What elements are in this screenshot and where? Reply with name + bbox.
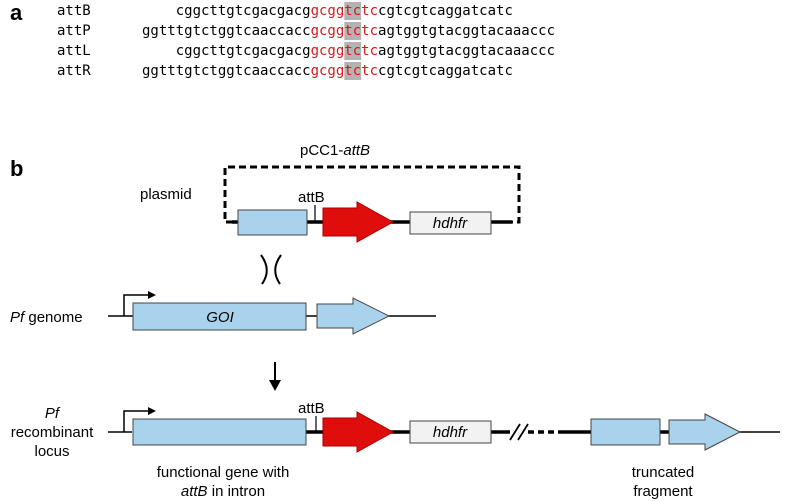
genome-promoter-arrow [123,294,148,316]
sequence-text: ggtttgtctggtcaaccaccgcggtctcagtggtgtacgg… [142,23,555,39]
functional-caption-line1: functional gene with [157,464,290,481]
sequence-text: cggcttgtcgacgacggcggtctcagtggtgtacggtaca… [176,43,555,59]
plasmid-hdhfr-label: hdhfr [433,215,468,232]
recombinant-line2-label: recombinant [11,424,94,441]
panel-a-letter: a [10,0,23,25]
truncated-gene-box [590,418,661,446]
down-arrow-head [269,380,281,391]
core-highlight [344,62,362,80]
sequence-alignment: attB cggcttgtcgacgacggcggtctccgtcgtcaggat… [57,2,555,80]
plasmid-gene-fragment [237,209,308,236]
genome-promoter-arrowhead [148,291,156,299]
plasmid-attb-label: attB [298,189,325,206]
plasmid-label: plasmid [140,186,192,203]
truncated-blue-arrow [668,413,742,451]
sequence-text: cggcttgtcgacgacggcggtctccgtcgtcaggatcatc [176,3,513,19]
recomb-gene-box [132,418,307,446]
recomb-attb-label: attB [298,400,325,417]
sequence-text: ggtttgtctggtcaaccaccgcggtctccgtcgtcaggat… [142,63,513,79]
crossover-left-stroke [260,254,268,285]
core-highlight [344,42,362,60]
break-mark-1 [509,423,521,441]
recombinant-line3-label: locus [34,443,69,460]
sequence-label: attB [57,3,91,19]
truncated-caption-line1: truncated [632,464,695,481]
core-highlight [344,22,362,40]
core-highlight [344,2,362,20]
recomb-hdhfr-box [409,420,492,444]
sequence-label: attL [57,43,91,59]
recomb-red-arrow [322,411,395,453]
recomb-promoter-arrowhead [148,407,156,415]
functional-caption-line2: attB in intron [181,483,265,500]
goi-label: GOI [206,309,234,326]
crossover-right-stroke [274,254,282,285]
recomb-promoter-arrow [123,410,148,432]
break-mark-2 [517,423,529,441]
sequence-label: attR [57,63,91,79]
recombinant-pf-label: Pf [45,405,61,422]
truncated-caption-line2: fragment [633,483,693,500]
plasmid-red-arrow [322,201,395,243]
genome-blue-arrow [316,297,391,335]
sequence-label: attP [57,23,91,39]
plasmid-backbone-dashed [223,165,521,224]
plasmid-hdhfr-box [409,211,492,235]
plasmid-name: pCC1-attB [300,142,370,159]
recomb-hdhfr-label: hdhfr [433,424,468,441]
goi-box [132,302,307,331]
pf-genome-label: Pf genome [10,309,83,326]
panel-b-letter: b [10,156,23,181]
